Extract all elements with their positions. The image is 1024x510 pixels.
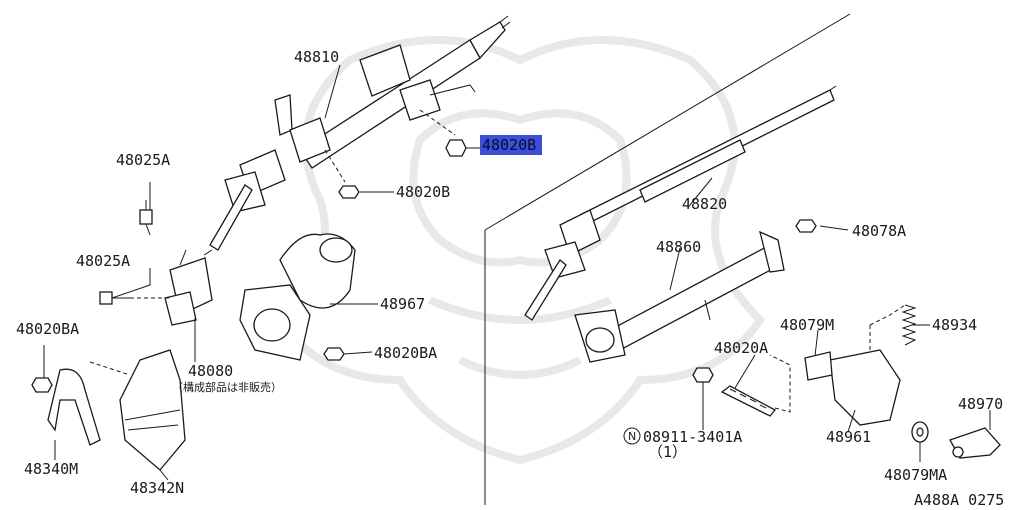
- nut-08911-3401A[interactable]: [692, 367, 714, 430]
- leader-48020A: [769, 354, 791, 413]
- label-08911-3401A[interactable]: 08911-3401A: [643, 428, 742, 446]
- universal-joint-right[interactable]: [524, 209, 601, 321]
- label-48020BA-right[interactable]: 48020BA: [374, 344, 437, 362]
- label-48970[interactable]: 48970: [958, 395, 1003, 413]
- bolt-48025A-top[interactable]: [139, 200, 153, 236]
- cover-48342N[interactable]: [119, 349, 186, 471]
- label-48820[interactable]: 48820: [682, 195, 727, 213]
- label-48079MA[interactable]: 48079MA: [884, 466, 947, 484]
- label-08911-qty: （1）: [648, 443, 687, 461]
- diagram-code: A488A 0275: [914, 491, 1004, 509]
- label-48934[interactable]: 48934: [932, 316, 977, 334]
- clip-48970[interactable]: [949, 427, 1001, 459]
- spring-48934[interactable]: [901, 304, 917, 346]
- leader-48020B-lower: [324, 149, 346, 183]
- label-48080-note: （構成部品は非販売）: [172, 380, 282, 394]
- bracket-48961[interactable]: [804, 349, 901, 426]
- label-48020BA-left[interactable]: 48020BA: [16, 320, 79, 338]
- leader-lines: [54, 64, 991, 481]
- bracket-48340M[interactable]: [47, 368, 101, 446]
- washer-48079MA[interactable]: [911, 421, 929, 462]
- universal-joint-upper[interactable]: [203, 149, 286, 256]
- n-symbol-circle: [623, 427, 641, 445]
- label-48860[interactable]: 48860: [656, 238, 701, 256]
- upper-column-48810[interactable]: [274, 15, 511, 169]
- boot-48967[interactable]: [239, 233, 356, 361]
- column-tube-48860[interactable]: [574, 230, 785, 363]
- label-48340M[interactable]: 48340M: [24, 460, 78, 478]
- highlight-box[interactable]: [480, 135, 542, 155]
- label-48020A[interactable]: 48020A: [714, 339, 768, 357]
- nut-48020B-lower[interactable]: [338, 185, 360, 199]
- part-labels: 48810 48020B 48020B 48025A 48025A 48967 …: [16, 48, 1004, 509]
- nut-48078A[interactable]: [795, 219, 817, 233]
- leader-48342N: [89, 361, 131, 376]
- label-48080[interactable]: 48080: [188, 362, 233, 380]
- bolt-48020A[interactable]: [720, 385, 777, 417]
- nut-48020BA-left[interactable]: [31, 345, 53, 393]
- nut-48020B-upper[interactable]: [445, 139, 467, 157]
- n-symbol: N: [628, 430, 636, 443]
- label-48078A[interactable]: 48078A: [852, 222, 906, 240]
- label-48967[interactable]: 48967: [380, 295, 425, 313]
- label-48810[interactable]: 48810: [294, 48, 339, 66]
- nut-48020BA-right[interactable]: [323, 347, 345, 361]
- joint-48080[interactable]: [164, 249, 213, 326]
- label-48079M[interactable]: 48079M: [780, 316, 834, 334]
- label-48342N[interactable]: 48342N: [130, 479, 184, 497]
- leader-48020B-upper: [419, 109, 456, 136]
- label-48025A-mid[interactable]: 48025A: [76, 252, 130, 270]
- leader-48934: [869, 304, 906, 350]
- label-48961[interactable]: 48961: [826, 428, 871, 446]
- label-48025A-top[interactable]: 48025A: [116, 151, 170, 169]
- label-48020B-highlighted[interactable]: 48020B: [482, 136, 536, 154]
- section-divider: [484, 13, 851, 505]
- label-48020B[interactable]: 48020B: [396, 183, 450, 201]
